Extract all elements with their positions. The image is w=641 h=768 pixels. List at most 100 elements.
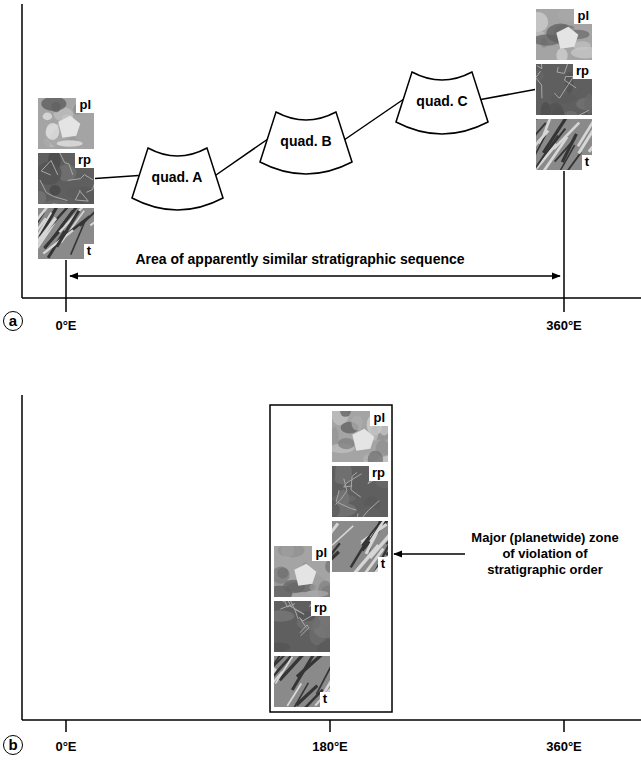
quadrangle-label: quad. B <box>280 133 331 149</box>
photo-patch <box>294 564 316 586</box>
photo-crack <box>351 472 361 497</box>
unit-label: rp <box>573 64 592 79</box>
photo-patch <box>49 185 60 195</box>
label-holder: 0°E <box>55 316 76 334</box>
photo-patch <box>547 103 563 116</box>
photo-ridge <box>274 656 292 679</box>
connector-line <box>345 100 403 140</box>
photo-patch <box>58 116 80 138</box>
photo-ridge <box>332 543 340 566</box>
photo-ridge <box>61 208 78 227</box>
photo-crack <box>356 501 379 518</box>
photo-patch <box>274 643 290 652</box>
pointer-arrow <box>394 553 465 555</box>
label-holder: 360°E <box>546 737 582 755</box>
photo-patch <box>368 451 383 463</box>
photo-ridge <box>90 208 95 225</box>
photo-tile: rp <box>273 600 331 653</box>
quadrangle-fan: quad. A <box>132 148 223 210</box>
fan-outline-path <box>396 72 488 134</box>
photo-patch <box>335 466 352 485</box>
photo-tile: pl <box>273 545 331 598</box>
photo-patch <box>317 640 331 653</box>
photo-tile: pl <box>331 410 389 463</box>
unit-label: rp <box>369 466 388 481</box>
photo-tile: t <box>535 118 593 171</box>
longitude-label: 360°E <box>546 318 582 334</box>
zone-box <box>270 405 392 712</box>
label-holder: Major (planetwide) zone of violation of … <box>470 530 620 578</box>
photo-ridge <box>38 208 52 225</box>
longitude-label: 360°E <box>546 739 582 755</box>
photo-tile: t <box>37 207 95 260</box>
photo-patch <box>305 590 328 596</box>
photo-tile: pl <box>37 97 95 150</box>
unit-label: pl <box>76 98 94 113</box>
photo-patch <box>556 27 578 49</box>
photo-patch <box>42 200 69 205</box>
photo-tile: rp <box>535 63 593 116</box>
unit-label: t <box>320 692 330 707</box>
photo-ridge <box>274 669 276 697</box>
axis-tick <box>329 720 331 732</box>
photo-tile: pl <box>535 8 593 61</box>
x-axis <box>22 297 641 299</box>
stem-line <box>563 171 565 312</box>
photo-patch <box>335 474 345 484</box>
photo-ridge <box>294 683 308 708</box>
photo-crack <box>300 625 309 636</box>
photo-patch <box>556 48 567 61</box>
connector-line <box>215 140 267 176</box>
fan-outline-path <box>132 148 223 210</box>
photo-ridge <box>543 119 566 153</box>
quadrangle-label: quad. C <box>416 93 467 109</box>
photo-tile: rp <box>331 465 389 518</box>
photo-crack <box>576 110 590 116</box>
longitude-label: 180°E <box>312 739 348 755</box>
photo-crack <box>75 190 88 201</box>
axis-tick <box>65 720 67 732</box>
photo-patch <box>46 123 59 140</box>
photo-patch <box>352 429 374 451</box>
connector-line <box>481 90 535 100</box>
photo-crack <box>288 601 298 619</box>
photo-patch <box>283 627 294 641</box>
unit-label: pl <box>574 9 592 24</box>
extent-label: Area of apparently similar stratigraphic… <box>133 251 466 267</box>
photo-patch <box>550 93 576 103</box>
unit-label: t <box>582 155 592 170</box>
label-holder: b <box>3 735 23 755</box>
stem-line <box>65 260 67 312</box>
photo-patch <box>536 12 548 32</box>
photo-patch <box>340 411 351 417</box>
unit-label: pl <box>312 546 330 561</box>
annotation-text: Major (planetwide) zone of violation of … <box>470 530 620 578</box>
unit-label: rp <box>75 153 94 168</box>
photo-ridge <box>579 129 593 154</box>
photo-tile: t <box>273 655 331 708</box>
photo-crack <box>336 490 356 510</box>
photo-ridge <box>562 134 576 162</box>
photo-ridge <box>536 131 548 162</box>
photo-patch <box>277 568 288 579</box>
photo-patch <box>571 47 593 59</box>
photo-patch <box>274 610 294 621</box>
photo-patch <box>332 503 340 517</box>
quadrangle-fan: quad. C <box>396 72 488 134</box>
longitude-label: 0°E <box>55 739 76 755</box>
photo-patch <box>38 162 61 185</box>
photo-crack <box>537 64 545 69</box>
photo-patch <box>359 506 379 518</box>
photo-patch <box>310 584 317 591</box>
x-axis <box>22 719 641 721</box>
photo-patch <box>351 415 362 430</box>
photo-crack <box>280 605 304 614</box>
photo-patch <box>278 546 305 558</box>
photo-ridge <box>275 656 292 683</box>
photo-ridge <box>280 656 308 680</box>
photo-patch <box>563 111 578 116</box>
photo-ridge <box>297 656 327 677</box>
quadrangle-label: quad. A <box>152 169 203 185</box>
photo-crack <box>58 153 73 175</box>
